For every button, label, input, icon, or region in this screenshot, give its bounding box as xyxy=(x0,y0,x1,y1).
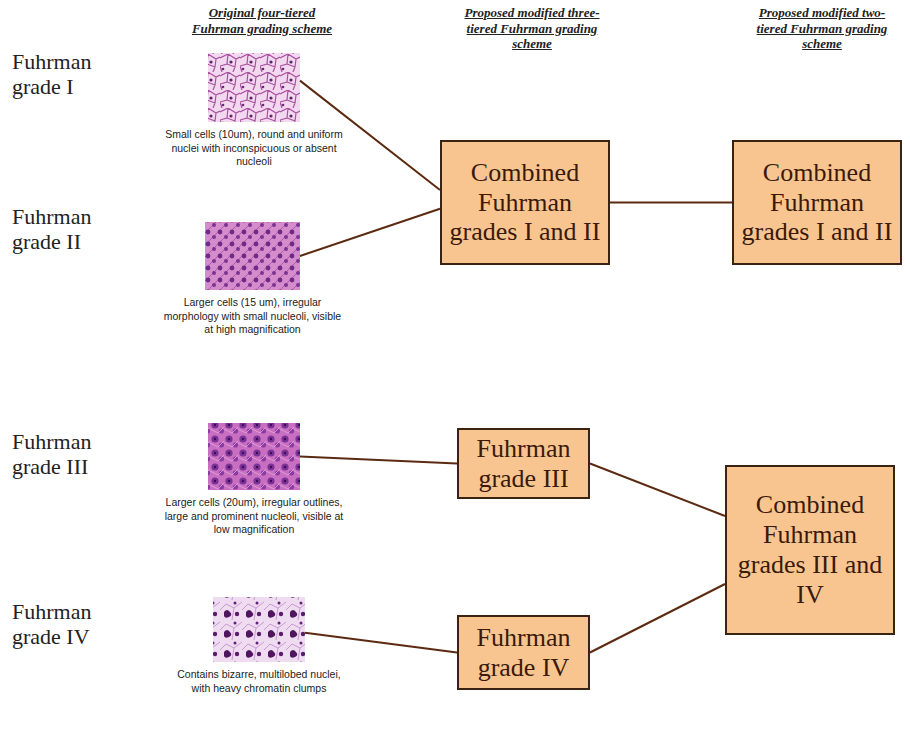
connector-line xyxy=(590,584,725,653)
grade-label: Fuhrman grade III xyxy=(12,430,122,479)
box-text: Fuhrman grade IV xyxy=(462,623,585,683)
grade-label: Fuhrman grade IV xyxy=(12,600,122,649)
connector-line xyxy=(300,457,457,464)
grade-box: Combined Fuhrman grades I and II xyxy=(732,140,902,265)
histology-panel: Fuhrman grade IIILarger cells (20um), ir… xyxy=(208,423,300,490)
image-caption: Larger cells (15 um), irregular morpholo… xyxy=(161,296,345,337)
column-header: Proposed modified three-tiered Fuhrman g… xyxy=(457,5,607,52)
grade-label: Fuhrman grade I xyxy=(12,50,122,99)
connector-line xyxy=(610,202,732,204)
grade-box: Combined Fuhrman grades III and IV xyxy=(725,465,895,635)
box-text: Combined Fuhrman grades I and II xyxy=(445,158,605,248)
connector-line xyxy=(590,464,725,517)
histology-panel: Fuhrman grade ISmall cells (10um), round… xyxy=(208,53,300,122)
image-caption: Small cells (10um), round and uniform nu… xyxy=(162,128,346,169)
grade-box: Fuhrman grade III xyxy=(457,428,590,500)
image-caption: Contains bizarre, multilobed nuclei, wit… xyxy=(167,668,351,695)
connector-line xyxy=(305,633,457,653)
grade-box: Combined Fuhrman grades I and II xyxy=(440,140,610,265)
image-caption: Larger cells (20um), irregular outlines,… xyxy=(162,496,346,537)
box-text: Combined Fuhrman grades I and II xyxy=(737,158,897,248)
box-text: Combined Fuhrman grades III and IV xyxy=(730,490,890,610)
column-header: Original four-tiered Fuhrman grading sch… xyxy=(187,5,337,36)
histology-panel: Fuhrman grade IVContains bizarre, multil… xyxy=(213,597,305,662)
connector-line xyxy=(300,209,440,256)
column-header: Proposed modified two-tiered Fuhrman gra… xyxy=(747,5,897,52)
grade-box: Fuhrman grade IV xyxy=(457,615,590,690)
grade-label: Fuhrman grade II xyxy=(12,205,122,254)
box-text: Fuhrman grade III xyxy=(462,434,585,494)
histology-panel: Fuhrman grade IILarger cells (15 um), ir… xyxy=(205,222,300,290)
